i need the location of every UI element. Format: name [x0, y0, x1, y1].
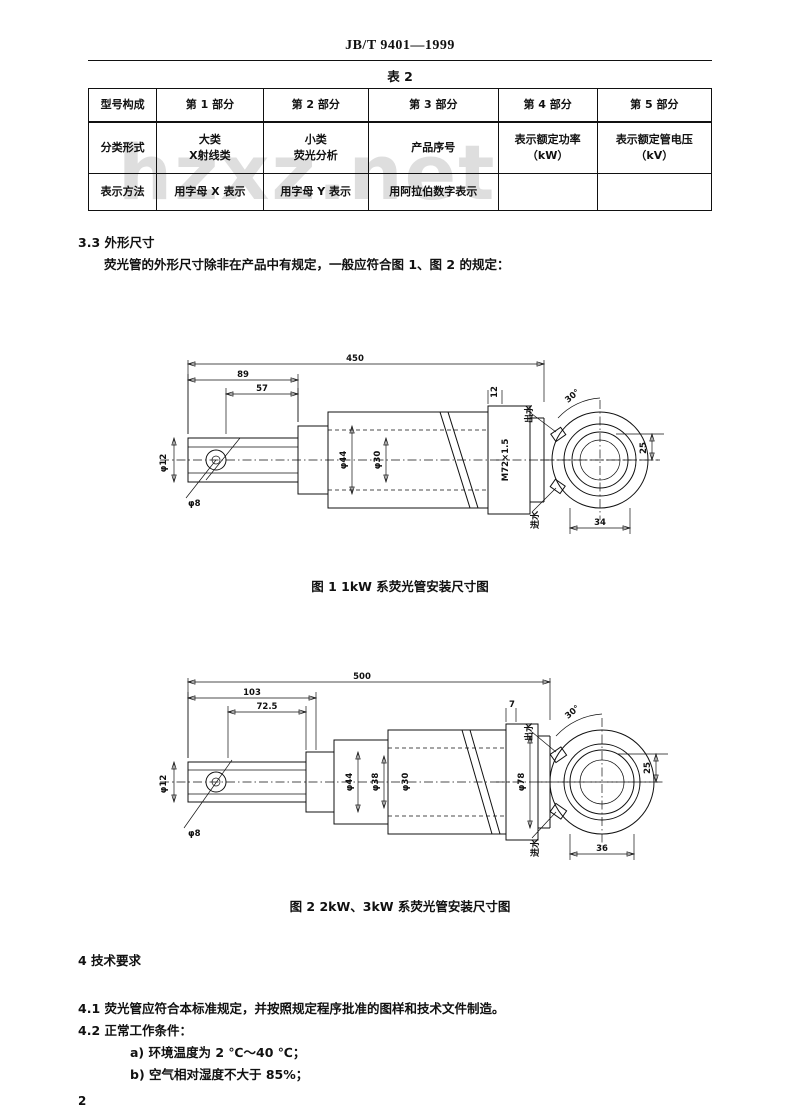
table-cell: 小类 荧光分析	[262, 121, 369, 174]
cell-line-2: （kW）	[526, 149, 569, 162]
cell-line-1: 表示额定管电压	[615, 133, 693, 147]
dim-36: 36	[596, 844, 608, 854]
list-item-b: b) 空气相对湿度不大于 85%；	[130, 1067, 309, 1082]
cell-line-1: 大类	[198, 133, 221, 147]
dim-dia-38: φ38	[371, 773, 381, 792]
table-header-cell: 第 2 部分	[262, 88, 369, 123]
dim-overall-500: 500	[353, 672, 371, 682]
figure-1-caption: 图 1 1kW 系荧光管安装尺寸图	[311, 579, 489, 594]
cell-line-1: 表示额定功率	[514, 133, 581, 147]
table-cell: 产品序号	[367, 121, 499, 174]
dim-dia-44: φ44	[345, 773, 355, 792]
dim-dia-30: φ30	[401, 773, 411, 792]
section-3-3-heading: 3.3 外形尺寸	[78, 235, 155, 250]
figure-2-drawing: 500 103 72.5 φ12 φ8 φ44 φ38 φ30	[140, 652, 680, 892]
row-label: 表示方法	[87, 173, 158, 211]
dim-dia-44: φ44	[339, 451, 349, 470]
list-item-a: a) 环境温度为 2 ℃～40 ℃；	[130, 1045, 306, 1060]
cell-line-1: 小类	[304, 133, 327, 147]
dim-103: 103	[243, 688, 261, 698]
dim-57: 57	[256, 384, 268, 394]
dim-34: 34	[594, 518, 606, 528]
section-4-heading: 4 技术要求	[78, 953, 142, 968]
dim-dia-30: φ30	[373, 451, 383, 470]
figure-2-caption: 图 2 2kW、3kW 系荧光管安装尺寸图	[289, 899, 511, 914]
dim-thread-m72: M72×1.5	[501, 439, 511, 482]
table-cell	[596, 173, 713, 211]
paragraph-4-2: 4.2 正常工作条件：	[78, 1023, 192, 1038]
dim-dia-8: φ8	[188, 829, 201, 839]
table-header-cell: 第 5 部分	[596, 88, 713, 123]
table-cell: 表示额定管电压 （kV）	[596, 121, 713, 174]
label-water-out: 出水	[523, 722, 535, 741]
cell-line-2: X射线类	[189, 149, 231, 162]
label-water-in: 进水	[529, 510, 541, 529]
label-water-out: 出水	[523, 404, 535, 423]
table-header-row: 型号构成 第 1 部分 第 2 部分 第 3 部分 第 4 部分 第 5 部分	[87, 88, 713, 123]
table-cell: 用字母 X 表示	[156, 173, 264, 211]
table-row: 表示方法 用字母 X 表示 用字母 Y 表示 用阿拉伯数字表示	[87, 173, 713, 211]
page-number: 2	[78, 1094, 87, 1108]
table-cell: 表示额定功率 （kW）	[497, 121, 598, 174]
table-row: 分类形式 大类 X射线类 小类 荧光分析 产品序号 表示额定功率 （kW） 表示…	[87, 121, 713, 174]
end-view-circles: 出水 进水 30° 25 34	[523, 387, 664, 534]
header-divider	[88, 60, 712, 61]
dim-dia-78: φ78	[517, 773, 527, 792]
dim-25: 25	[643, 762, 653, 774]
dim-72-5: 72.5	[257, 702, 278, 712]
table-header-cell: 第 4 部分	[497, 88, 598, 123]
table-cell	[497, 173, 598, 211]
standard-number: JB/T 9401—1999	[345, 38, 455, 53]
table-cell: 用阿拉伯数字表示	[367, 173, 499, 211]
table-caption: 表 2	[387, 69, 413, 84]
paragraph-4-1: 4.1 荧光管应符合本标准规定，并按照规定程序批准的图样和技术文件制造。	[78, 1001, 505, 1016]
cell-line-1: 产品序号	[411, 141, 456, 155]
dim-89: 89	[237, 370, 249, 380]
dim-overall-450: 450	[346, 354, 364, 364]
table-header-cell: 型号构成	[87, 88, 158, 123]
label-water-in: 进水	[529, 838, 541, 857]
dim-dia-12: φ12	[159, 454, 169, 473]
model-composition-table: 型号构成 第 1 部分 第 2 部分 第 3 部分 第 4 部分 第 5 部分 …	[87, 88, 713, 211]
table-header-cell: 第 1 部分	[156, 88, 264, 123]
dim-dia-8: φ8	[188, 499, 201, 509]
table-header-cell: 第 3 部分	[367, 88, 499, 123]
section-3-3-paragraph: 荧光管的外形尺寸除非在产品中有规定，一般应符合图 1、图 2 的规定：	[104, 257, 510, 272]
dim-dia-12: φ12	[159, 775, 169, 794]
dim-25: 25	[639, 442, 649, 454]
row-label: 分类形式	[87, 121, 158, 174]
figure-1-drawing: 450 89 57 φ12 φ8 φ44 φ30	[140, 330, 680, 570]
cell-line-2: （kV）	[635, 149, 674, 162]
dim-angle-30: 30°	[563, 703, 582, 721]
dim-12: 12	[490, 386, 500, 398]
table-cell: 用字母 Y 表示	[262, 173, 369, 211]
cell-line-2: 荧光分析	[293, 149, 338, 162]
table-cell: 大类 X射线类	[156, 121, 264, 174]
dim-7: 7	[509, 700, 515, 710]
